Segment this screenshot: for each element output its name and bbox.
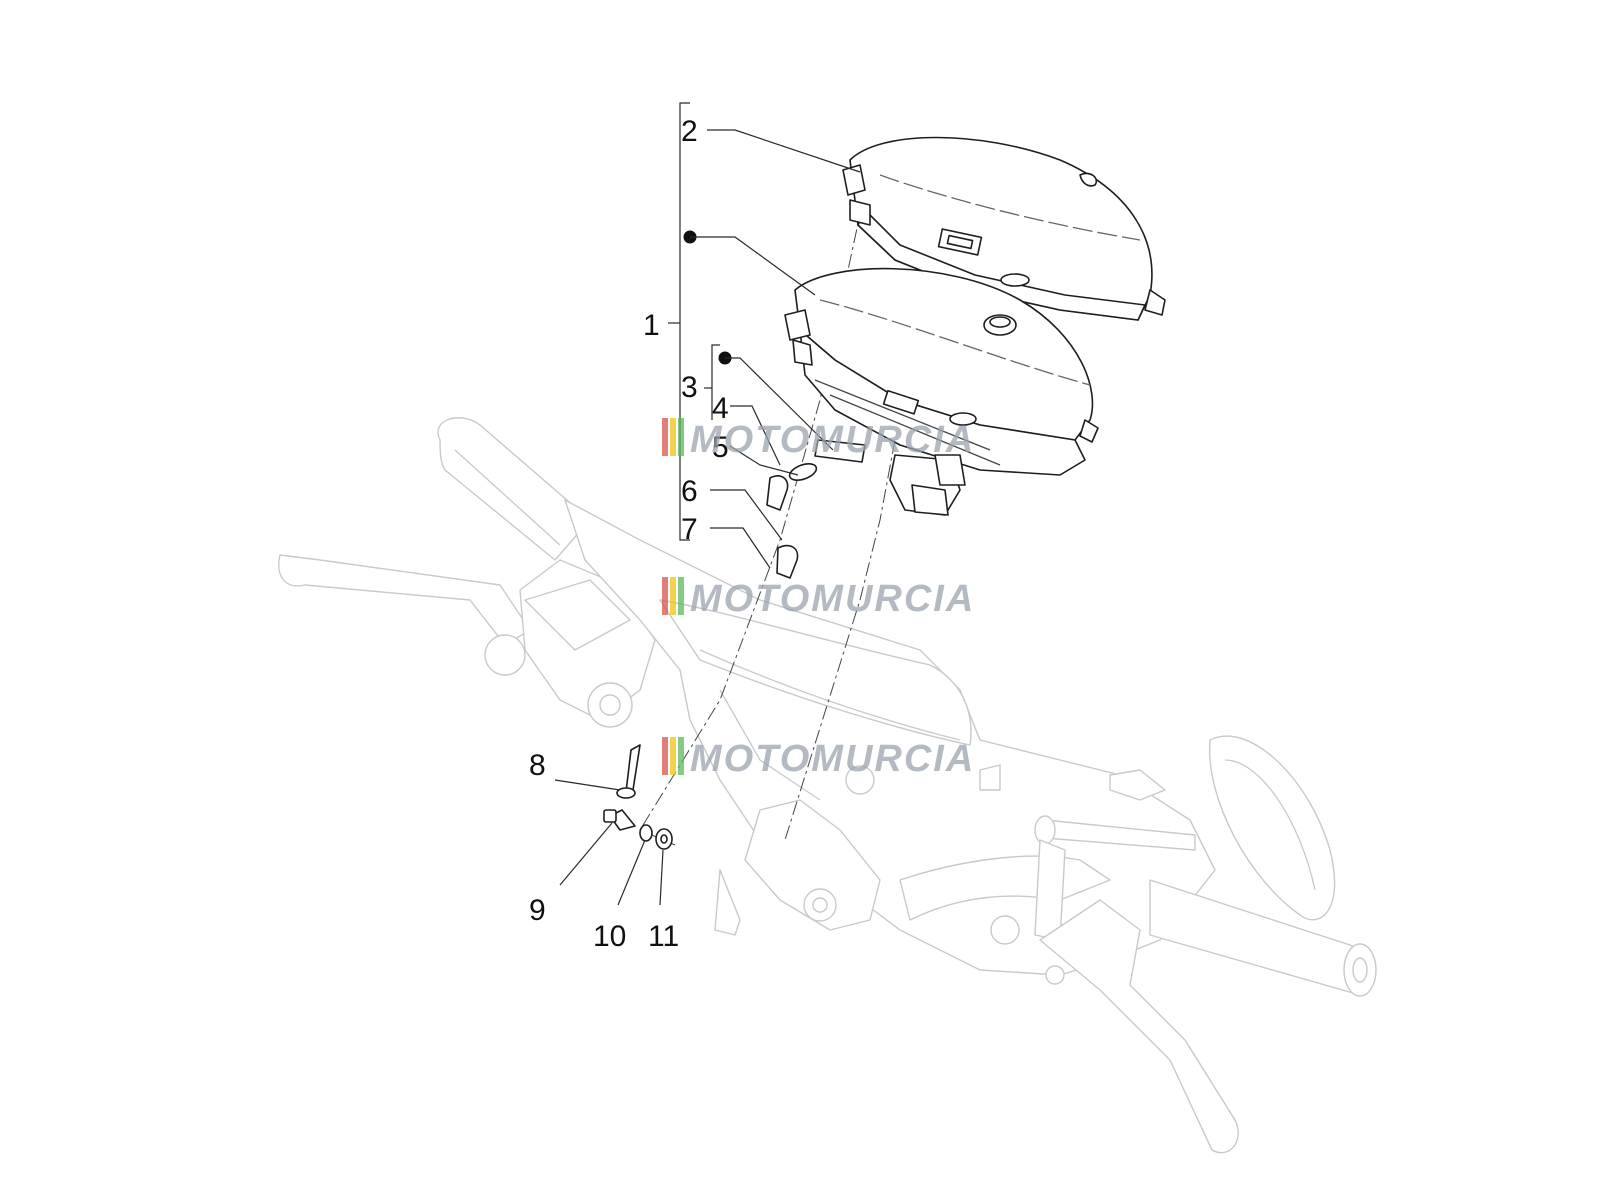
leader-lines — [554, 129, 861, 906]
callout-3: 3 — [681, 371, 698, 404]
callout-6: 6 — [681, 475, 698, 508]
watermark-1: MOTOMURCIA — [662, 418, 975, 461]
bracket-group-1 — [679, 102, 690, 541]
callout-4: 4 — [712, 392, 729, 425]
watermark-3: MOTOMURCIA — [662, 737, 975, 780]
seal-part-5 — [788, 463, 818, 481]
group-brackets — [668, 102, 720, 541]
washer-part-10 — [639, 824, 653, 842]
callout-2: 2 — [681, 115, 698, 148]
svg-text:MOTOMURCIA: MOTOMURCIA — [690, 578, 975, 620]
bracket-group-3 — [711, 344, 720, 420]
left-brake-lever — [278, 554, 531, 646]
bulb-holder-part-4 — [814, 439, 866, 463]
bulb-part-6 — [766, 475, 789, 511]
svg-text:MOTOMURCIA: MOTOMURCIA — [690, 738, 975, 780]
instrument-cover-part-2 — [842, 136, 1166, 321]
callout-1: 1 — [643, 309, 660, 342]
handlebar-assembly — [278, 417, 1377, 1154]
watermark-2: MOTOMURCIA — [662, 577, 975, 620]
callout-8: 8 — [529, 749, 546, 782]
callout-numbers: 2 1 3 4 5 6 7 8 9 10 11 — [529, 115, 729, 953]
center-bracket — [744, 799, 881, 931]
callout-11: 11 — [648, 920, 679, 953]
right-grip — [1149, 879, 1373, 996]
left-grip — [437, 417, 591, 561]
svg-text:MOTOMURCIA: MOTOMURCIA — [690, 419, 975, 461]
callout-10: 10 — [593, 920, 626, 953]
callout-5: 5 — [712, 431, 729, 464]
fasteners — [603, 744, 673, 850]
bulb-part-7 — [776, 544, 799, 579]
right-mirror — [1208, 735, 1336, 921]
bulbs-and-seals — [766, 439, 866, 579]
callout-9: 9 — [529, 894, 546, 927]
instrument-panel — [784, 267, 1099, 516]
screw-part-8 — [625, 744, 641, 793]
callout-7: 7 — [681, 513, 698, 546]
right-brake-lever — [1039, 899, 1239, 1154]
assembly-axes — [639, 204, 896, 846]
